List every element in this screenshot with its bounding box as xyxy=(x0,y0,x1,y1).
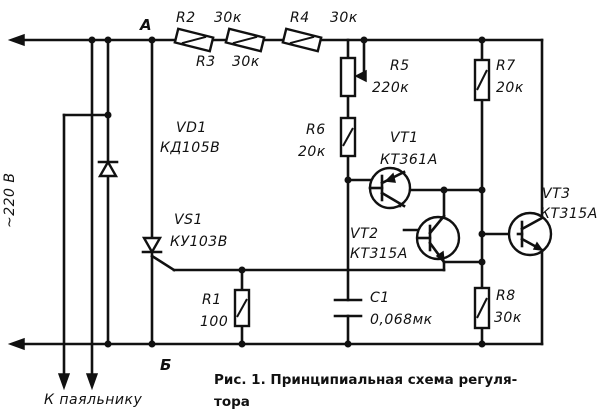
potentiometer-r5 xyxy=(339,56,367,98)
vt2-value: КТ315А xyxy=(350,246,408,262)
figure-caption-line-2: тора xyxy=(214,394,250,410)
resistor-r1 xyxy=(233,288,251,328)
vt1-value: КТ361А xyxy=(380,152,438,168)
r8-ref: R8 xyxy=(496,288,516,304)
diode-vd1 xyxy=(97,159,119,178)
r2-ref: R2 xyxy=(176,10,196,26)
transistor-vt1 xyxy=(368,166,412,210)
vs1-value: КУ103В xyxy=(170,234,228,250)
r7-ref: R7 xyxy=(496,58,516,74)
vt3-ref: VT3 xyxy=(542,186,571,202)
r3-ref: R3 xyxy=(196,54,216,70)
terminal-arrows xyxy=(7,33,99,391)
supply-voltage-label: ~220 В xyxy=(2,172,18,228)
vs1-ref: VS1 xyxy=(174,212,203,228)
r1-ref: R1 xyxy=(202,292,222,308)
r2-value: 30к xyxy=(214,10,242,26)
thyristor-vs1 xyxy=(141,236,163,255)
wires xyxy=(20,38,544,380)
vt2-ref: VT2 xyxy=(350,226,379,242)
r4-ref: R4 xyxy=(290,10,310,26)
r6-ref: R6 xyxy=(306,122,326,138)
r3-value: 30к xyxy=(232,54,260,70)
c1-value: 0,068мк xyxy=(370,312,433,328)
r5-value: 220к xyxy=(372,80,409,96)
r7-value: 20к xyxy=(496,80,524,96)
junction-dots xyxy=(88,36,486,348)
r4-value: 30к xyxy=(330,10,358,26)
resistor-r2 xyxy=(173,27,215,53)
vd1-ref: VD1 xyxy=(176,120,207,136)
transistor-vt3 xyxy=(507,211,553,257)
node-b-label: Б xyxy=(160,356,171,374)
r6-value: 20к xyxy=(298,144,326,160)
vt3-value: КТ315А xyxy=(540,206,598,222)
resistor-r3 xyxy=(224,27,266,53)
r1-value: 100 xyxy=(200,314,228,330)
output-label: К паяльнику xyxy=(44,392,142,408)
c1-ref: C1 xyxy=(370,290,390,306)
capacitor-c1 xyxy=(333,298,363,318)
node-a-label: A xyxy=(139,16,152,34)
figure-caption-line-1: Рис. 1. Принципиальная схема регуля- xyxy=(214,372,517,388)
resistor-r8 xyxy=(473,286,491,330)
resistor-r7 xyxy=(473,58,491,102)
r8-value: 30к xyxy=(494,310,522,326)
vd1-value: КД105В xyxy=(160,140,220,156)
transistor-vt2 xyxy=(415,214,461,264)
r5-ref: R5 xyxy=(390,58,410,74)
resistor-r4 xyxy=(281,27,323,53)
resistor-r6 xyxy=(339,116,357,158)
vt1-ref: VT1 xyxy=(390,130,419,146)
